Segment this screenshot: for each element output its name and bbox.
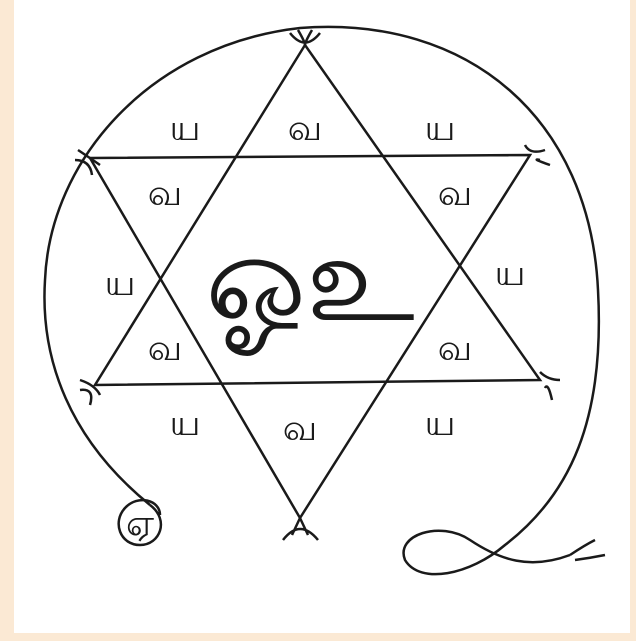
outer-glyph: ய [425, 108, 456, 149]
outer-glyph: ய [495, 253, 526, 294]
inner-glyph: வ [438, 173, 472, 214]
outer-glyph: ய [425, 403, 456, 444]
tail-glyph: ஏ [126, 503, 154, 544]
inner-glyph: வ [148, 173, 182, 214]
inner-glyph: வ [283, 408, 317, 449]
inner-glyph: வ [288, 108, 322, 149]
outer-glyph: ய [105, 263, 136, 304]
outer-glyph: ய [170, 108, 201, 149]
outer-glyph: ய [170, 403, 201, 444]
center-glyph: ஓஉ [205, 210, 415, 356]
inner-glyph: வ [148, 328, 182, 369]
inner-glyph: வ [438, 328, 472, 369]
